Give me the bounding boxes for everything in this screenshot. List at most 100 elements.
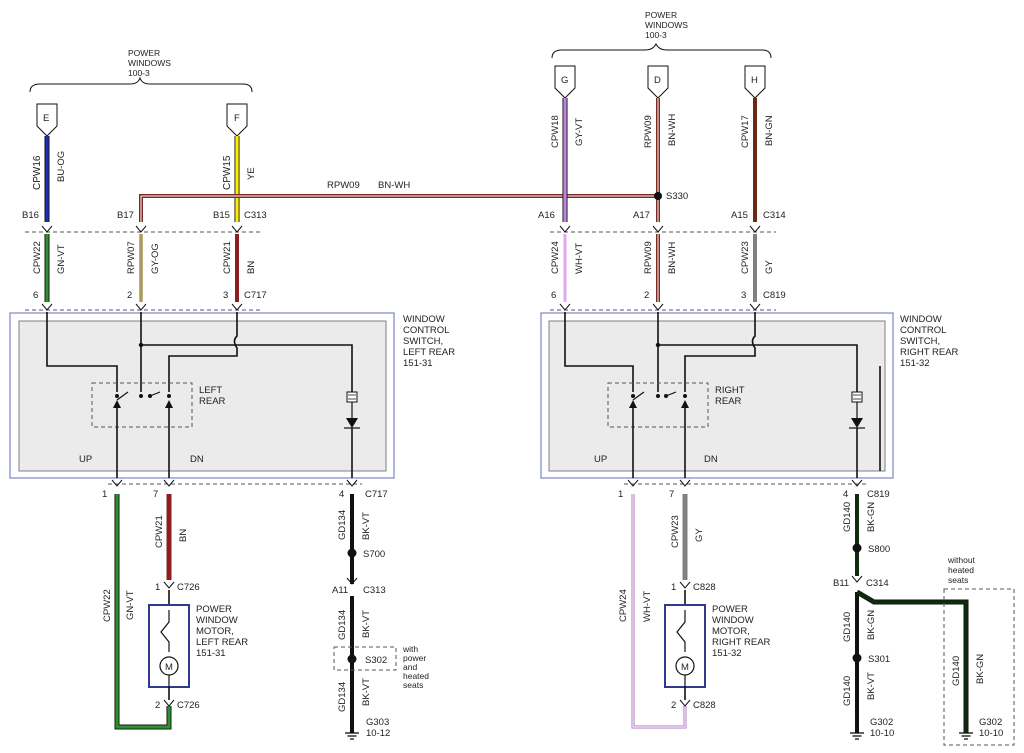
switch-right-label-1: RIGHT bbox=[715, 385, 745, 396]
label-gd134-a: GD134 bbox=[337, 510, 348, 540]
pin-c717: C717 bbox=[244, 290, 267, 301]
switch-left-up: UP bbox=[79, 454, 92, 465]
pin-rb1: 1 bbox=[618, 489, 623, 500]
label-bu-og: BU-OG bbox=[56, 151, 67, 182]
switch-left-title-4: LEFT REAR bbox=[403, 347, 455, 358]
switch-left-title-2: CONTROL bbox=[403, 325, 449, 336]
pin-l2: 2 bbox=[127, 290, 132, 301]
pin-rm2: 2 bbox=[671, 700, 676, 711]
label-cpw18: CPW18 bbox=[550, 115, 561, 148]
label-gy-r: GY bbox=[764, 260, 775, 274]
ground-g302a-id: G302 bbox=[870, 717, 893, 728]
ground-g302b-icon bbox=[959, 732, 973, 740]
label-cpw24-r: CPW24 bbox=[550, 241, 561, 274]
connector-g-label: G bbox=[561, 75, 568, 86]
switch-left-dn: DN bbox=[190, 454, 204, 465]
pin-b11: B11 bbox=[833, 578, 849, 589]
connector-h: H bbox=[744, 65, 766, 99]
motor-right-title-3: MOTOR, bbox=[712, 626, 750, 637]
chevron-c313b bbox=[346, 577, 358, 585]
switch-right-title-5: 151-32 bbox=[900, 358, 930, 369]
label-cpw17: CPW17 bbox=[740, 115, 751, 148]
motor-left-title-4: LEFT REAR bbox=[196, 637, 248, 648]
pin-rb4: 4 bbox=[843, 489, 848, 500]
ref-right-line1: POWER bbox=[645, 10, 677, 20]
label-gy-b: GY bbox=[694, 528, 705, 542]
connector-row-c819 bbox=[550, 303, 776, 311]
motor-right-title-1: POWER bbox=[712, 604, 748, 615]
pin-c313b: C313 bbox=[363, 585, 386, 596]
chevron-c314b bbox=[851, 575, 863, 583]
wire-cpw24-b bbox=[632, 494, 686, 728]
connector-g: G bbox=[554, 65, 576, 99]
motor-right: M bbox=[664, 604, 706, 688]
label-ye: YE bbox=[246, 167, 257, 180]
note-with-power-3: and bbox=[403, 662, 417, 672]
note-without-heated-2: heated bbox=[948, 565, 974, 575]
pin-rb7: 7 bbox=[669, 489, 674, 500]
wire-rpw09-horizontal-stripe bbox=[140, 195, 658, 222]
connector-f: F bbox=[226, 103, 248, 137]
label-bn-gn: BN-GN bbox=[764, 115, 775, 146]
label-rpw09-h: RPW09 bbox=[327, 180, 360, 191]
without-heated-box bbox=[943, 588, 1015, 746]
motor-right-title: POWER WINDOW MOTOR, RIGHT REAR 151-32 bbox=[712, 604, 771, 659]
wire-cpw22-b bbox=[115, 494, 171, 729]
switch-right-title-1: WINDOW bbox=[900, 314, 942, 325]
pin-a15: A15 bbox=[731, 210, 748, 221]
motor-left-title-1: POWER bbox=[196, 604, 232, 615]
label-bk-vt-b: BK-VT bbox=[361, 610, 372, 638]
label-rpw09-top: RPW09 bbox=[643, 115, 654, 148]
splice-s800 bbox=[852, 543, 862, 553]
pin-c819b: C819 bbox=[867, 489, 890, 500]
label-gd140-d: GD140 bbox=[951, 656, 962, 686]
pin-l6: 6 bbox=[33, 290, 38, 301]
label-bk-gn-b: BK-GN bbox=[866, 610, 877, 640]
label-gd140-c: GD140 bbox=[842, 676, 853, 706]
pin-c314: C314 bbox=[763, 210, 786, 221]
label-gy-og: GY-OG bbox=[150, 243, 161, 274]
ground-g303-id: G303 bbox=[366, 717, 389, 728]
switch-left-title-1: WINDOW bbox=[403, 314, 445, 325]
pin-c726a: C726 bbox=[177, 582, 200, 593]
pin-c828a: C828 bbox=[693, 582, 716, 593]
pin-a16: A16 bbox=[538, 210, 555, 221]
ground-g303-icon bbox=[345, 732, 359, 740]
splice-s302-label: S302 bbox=[365, 655, 387, 666]
label-bn-b: BN bbox=[178, 529, 189, 542]
switch-right-dn: DN bbox=[704, 454, 718, 465]
motor-right-symbol: M bbox=[681, 662, 689, 673]
label-cpw23-b: CPW23 bbox=[670, 515, 681, 548]
ground-g303-ref: 10-12 bbox=[366, 728, 390, 739]
pin-c819: C819 bbox=[763, 290, 786, 301]
s302-box bbox=[333, 646, 397, 671]
label-cpw21-l: CPW21 bbox=[222, 241, 233, 274]
connector-d-label: D bbox=[654, 75, 661, 86]
pin-c717b: C717 bbox=[365, 489, 388, 500]
ref-left-line2: WINDOWS bbox=[128, 58, 171, 68]
ref-left-line3: 100-3 bbox=[128, 68, 150, 78]
connector-row-c819-bottom bbox=[624, 479, 866, 487]
pin-r6: 6 bbox=[551, 290, 556, 301]
chevron-c828a bbox=[679, 581, 691, 589]
label-wh-vt-b: WH-VT bbox=[642, 591, 653, 622]
ground-g302a-ref: 10-10 bbox=[870, 728, 894, 739]
pin-rm1: 1 bbox=[671, 582, 676, 593]
switch-right-label-2: REAR bbox=[715, 396, 742, 407]
connector-f-label: F bbox=[234, 113, 240, 124]
label-gn-vt-l: GN-VT bbox=[56, 244, 67, 274]
label-bk-vt-a: BK-VT bbox=[361, 512, 372, 540]
label-gy-vt: GY-VT bbox=[574, 118, 585, 146]
motor-left: M bbox=[148, 604, 190, 688]
connector-d: D bbox=[647, 65, 669, 99]
switch-left: LEFT REAR UP DN bbox=[9, 312, 395, 479]
pin-c313: C313 bbox=[244, 210, 267, 221]
pin-c314b: C314 bbox=[866, 578, 889, 589]
pin-lb1: 1 bbox=[102, 489, 107, 500]
motor-left-title-5: 151-31 bbox=[196, 648, 226, 659]
label-cpw22-b: CPW22 bbox=[102, 589, 113, 622]
connector-row-c717 bbox=[25, 303, 262, 311]
chevron-c726a bbox=[163, 581, 175, 589]
pin-a11: A11 bbox=[332, 585, 348, 596]
